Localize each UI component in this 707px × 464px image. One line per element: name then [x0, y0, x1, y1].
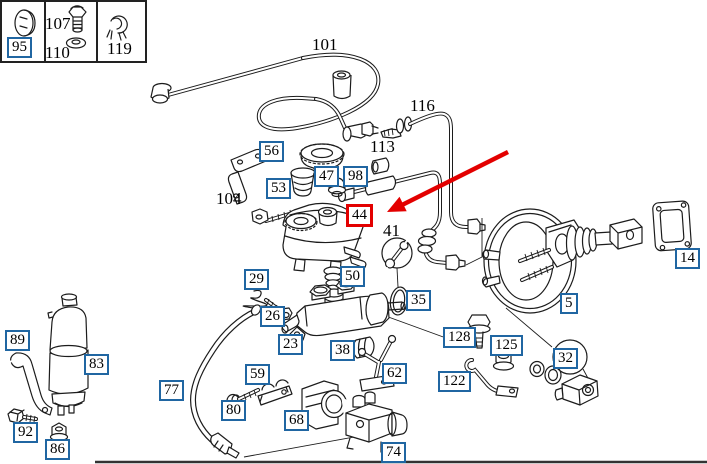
part-label-29[interactable]: 29 [244, 269, 269, 290]
sleeve-113-drawing [371, 157, 390, 175]
fork-bracket-62-drawing [357, 334, 397, 392]
bracket-104-drawing [227, 148, 267, 205]
part-label-128[interactable]: 128 [443, 327, 476, 348]
part-label-53[interactable]: 53 [266, 178, 291, 199]
grommet-icon [14, 9, 36, 37]
part-label-113: 113 [370, 137, 395, 156]
part-label-23[interactable]: 23 [278, 334, 303, 355]
part-label-86[interactable]: 86 [45, 439, 70, 460]
brake-hose-98-drawing [337, 170, 466, 271]
part-label-35[interactable]: 35 [406, 290, 431, 311]
part-label-83[interactable]: 83 [84, 354, 109, 375]
hook-lever-89-drawing [9, 352, 53, 416]
reservoir-cap-56-drawing [299, 143, 345, 170]
washer-icon [65, 37, 87, 49]
part-label-50[interactable]: 50 [340, 266, 365, 287]
part-label-32[interactable]: 32 [553, 348, 578, 369]
clip-icon [106, 15, 128, 41]
part-label-95[interactable]: 95 [7, 37, 32, 58]
part-label-14[interactable]: 14 [675, 248, 700, 269]
brake-booster-5-drawing [481, 208, 643, 314]
part-label-125[interactable]: 125 [490, 335, 523, 356]
part-label-116: 116 [410, 96, 435, 115]
bracket-122-drawing [464, 358, 519, 398]
part-label-41: 41 [383, 221, 400, 240]
clamp-symbol-41-drawing [381, 237, 413, 272]
part-label-101: 101 [312, 35, 338, 54]
brake-pipe-101-drawing [150, 52, 381, 142]
brake-pipe-116-drawing [380, 111, 486, 235]
part-label-5[interactable]: 5 [560, 293, 578, 314]
part-label-38[interactable]: 38 [330, 340, 355, 361]
part-label-26[interactable]: 26 [260, 306, 285, 327]
part-label-74[interactable]: 74 [381, 442, 406, 463]
part-label-59[interactable]: 59 [245, 364, 270, 385]
table-divider [44, 2, 46, 61]
part-label-110: 110 [45, 43, 70, 62]
hose-77-drawing [189, 304, 262, 459]
table-divider [96, 2, 98, 61]
part-label-47[interactable]: 47 [314, 166, 339, 187]
part-label-56[interactable]: 56 [259, 141, 284, 162]
part-label-119: 119 [107, 39, 132, 58]
bolt-icon [68, 5, 87, 33]
highlight-arrow [387, 149, 510, 212]
part-label-68[interactable]: 68 [284, 410, 309, 431]
part-label-92[interactable]: 92 [13, 422, 38, 443]
canister-83-drawing [47, 293, 89, 416]
nut-86-drawing [49, 422, 69, 442]
part-label-80[interactable]: 80 [221, 400, 246, 421]
part-label-44-highlighted[interactable]: 44 [346, 204, 373, 227]
part-label-107: 107 [45, 14, 71, 33]
strainer-53-drawing [290, 167, 322, 197]
part-label-89[interactable]: 89 [5, 330, 30, 351]
valve-32-group-drawing [529, 339, 599, 406]
master-cylinder-23-drawing [281, 278, 406, 342]
part-label-98[interactable]: 98 [343, 166, 368, 187]
part-label-104: 104 [216, 189, 242, 208]
gasket-14-drawing [652, 200, 692, 252]
clamp-59-drawing [257, 379, 293, 406]
pump-unit-74-drawing [345, 391, 408, 453]
rubber-mount-68-drawing [301, 380, 355, 430]
part-label-77[interactable]: 77 [159, 380, 184, 401]
spring-29-drawing [242, 289, 268, 310]
part-label-62[interactable]: 62 [382, 363, 407, 384]
part-label-122[interactable]: 122 [438, 371, 471, 392]
bolt-92-drawing [7, 408, 38, 424]
